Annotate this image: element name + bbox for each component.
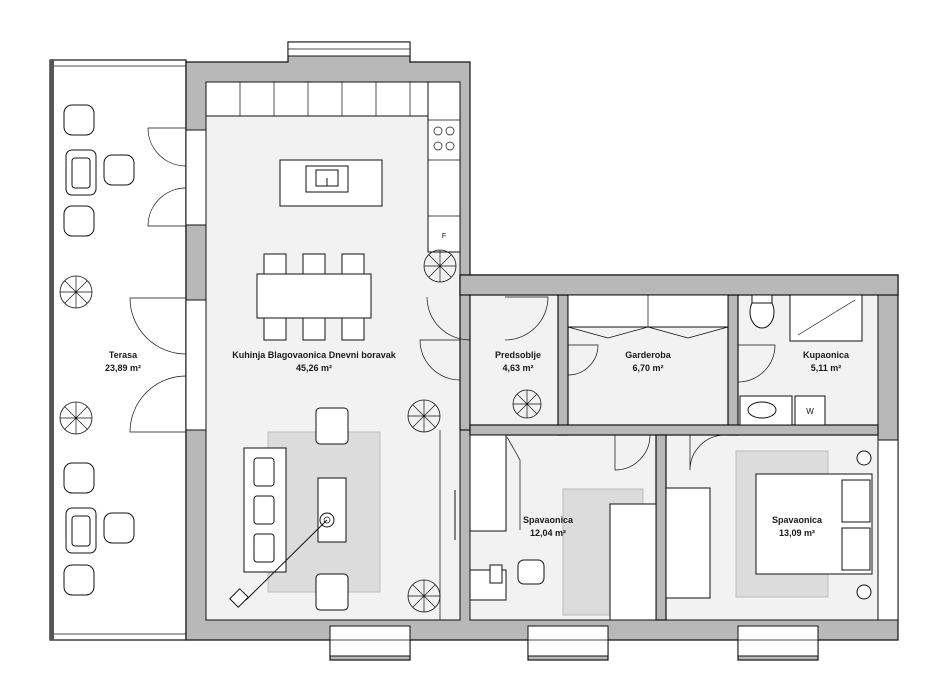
bathroom-fixtures: W [739,294,863,426]
wardrobe-area: 6,70 m² [632,363,663,373]
kitchen: F [205,81,461,253]
bedroom2-area: 13,09 m² [779,528,815,538]
bedroom1-furniture [469,434,657,621]
dining-table [256,253,372,341]
terrace-name: Terasa [109,350,138,360]
terrace-furniture [59,104,135,596]
living-area: 45,26 m² [296,363,332,373]
washer-label: W [806,407,814,416]
bedroom2-name: Spavaonica [772,515,823,525]
plant-icon [512,389,542,419]
room-labels: Terasa 23,89 m² Kuhinja Blagovaonica Dne… [105,350,850,538]
plant-icon [59,401,93,435]
bathroom-area: 5,11 m² [811,363,842,373]
windows [185,41,899,657]
hall-area: 4,63 m² [502,363,533,373]
plant-icon [59,275,93,309]
bedroom1-name: Spavaonica [523,515,574,525]
wardrobe-fixtures [567,294,729,339]
hall-name: Predsoblje [495,350,541,360]
fridge-label: F [442,233,446,240]
interior-doors [419,296,776,530]
terrace-doors [129,127,187,433]
wardrobe-name: Garderoba [625,350,672,360]
living-furniture [229,249,457,620]
bathroom-name: Kupaonica [803,350,850,360]
bedroom1-area: 12,04 m² [530,528,566,538]
terrace-area: 23,89 m² [105,363,141,373]
living-name: Kuhinja Blagovaonica Dnevni boravak [232,350,397,360]
bedroom2-furniture [665,450,873,600]
